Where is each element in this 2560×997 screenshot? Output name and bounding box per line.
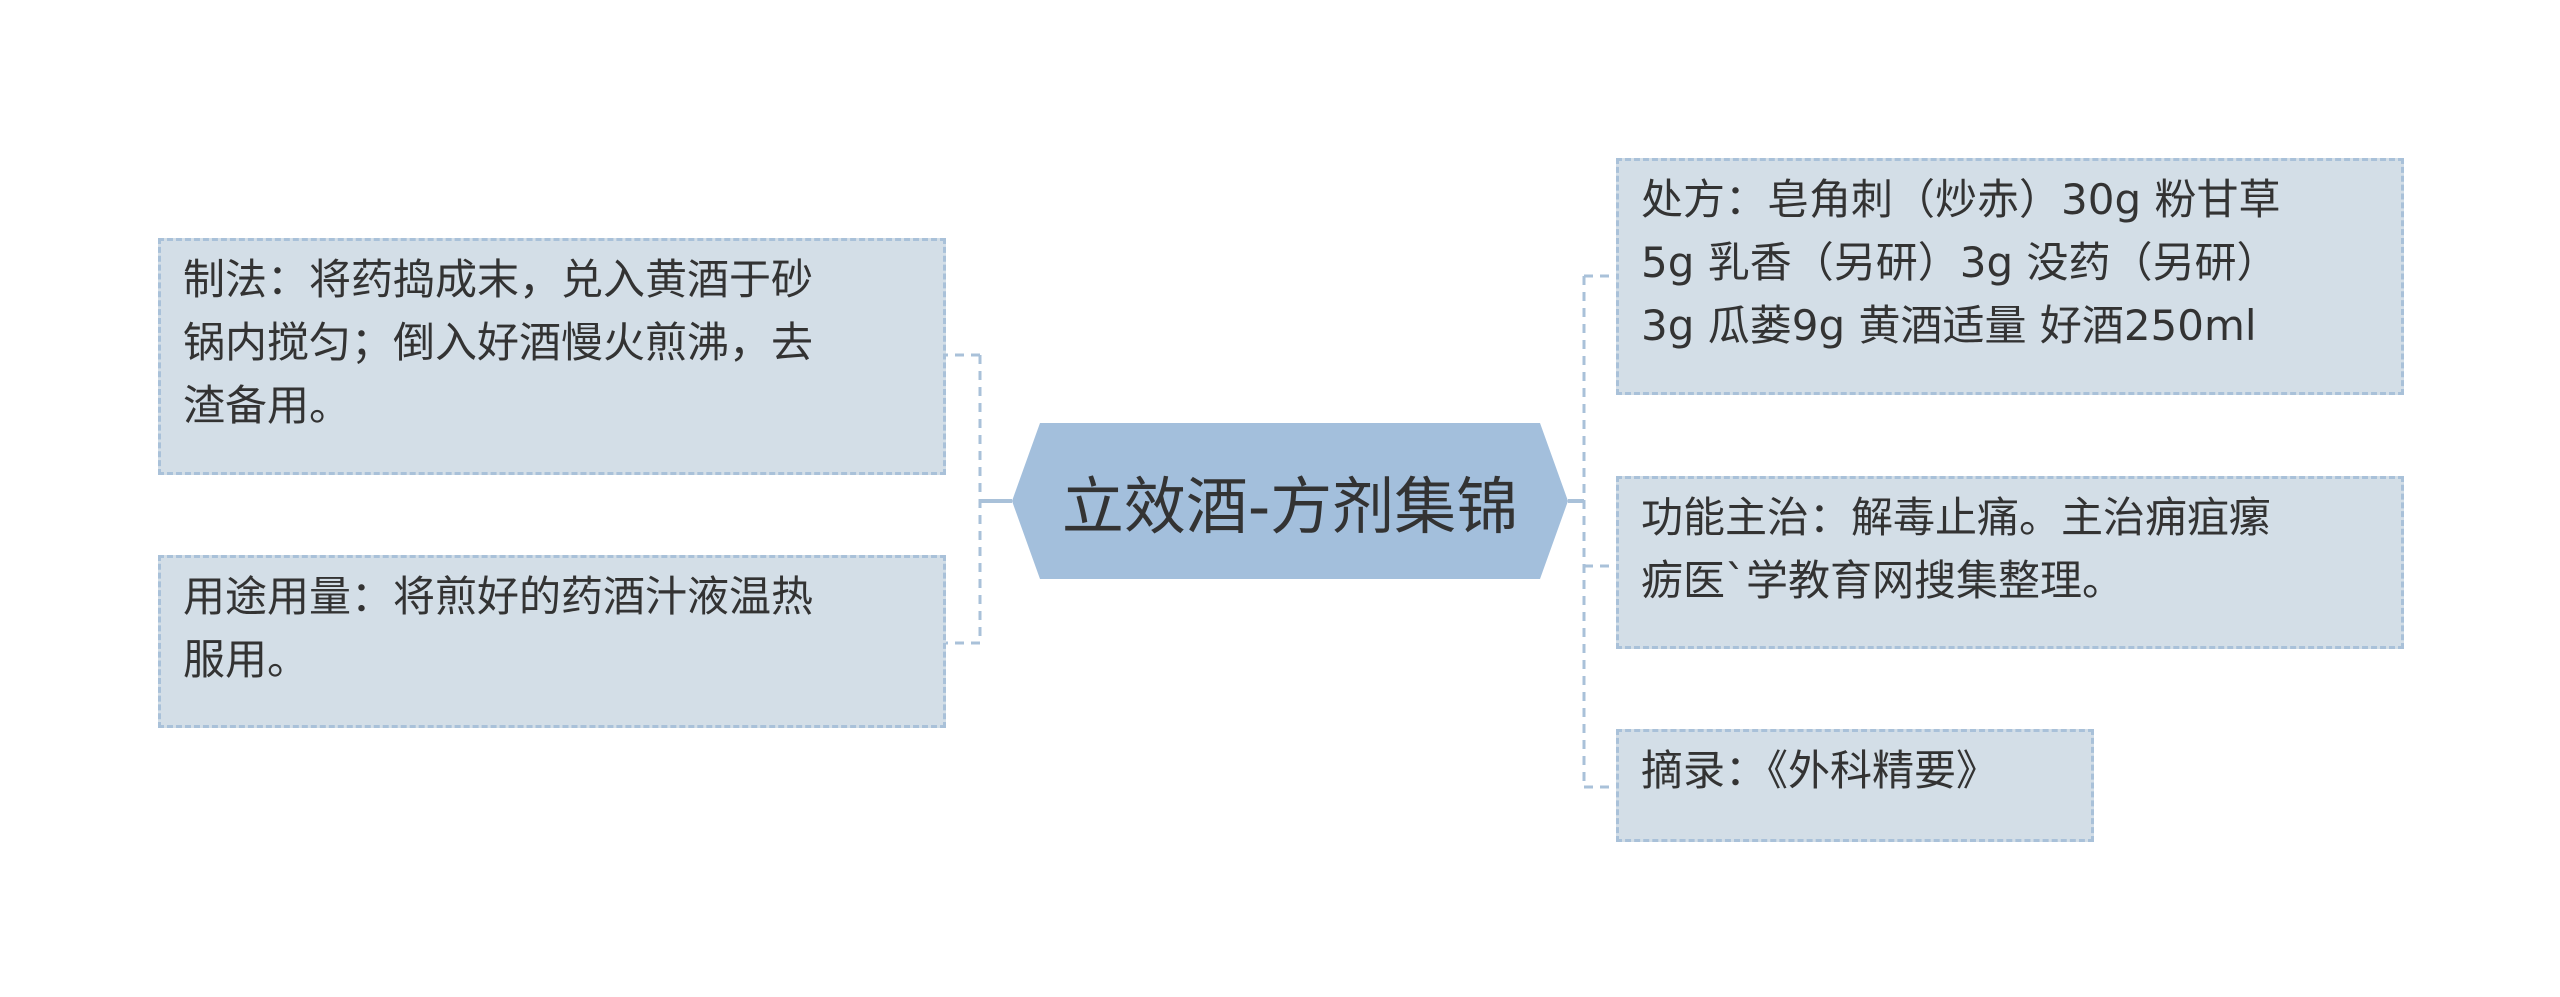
node-indications[interactable]: 功能主治：解毒止痛。主治痈疽瘰 疬医`学教育网搜集整理。 (1616, 476, 2404, 649)
node-prescription[interactable]: 处方：皂角刺（炒赤）30g 粉甘草 5g 乳香（另研）3g 没药（另研） 3g … (1616, 158, 2404, 395)
node-preparation[interactable]: 制法：将药捣成末，兑入黄酒于砂 锅内搅匀；倒入好酒慢火煎沸，去 渣备用。 (158, 238, 946, 475)
central-topic[interactable]: 立效酒-方剂集锦 (1012, 423, 1568, 579)
connector-right-trunk (1582, 274, 1616, 789)
node-text-line: 制法：将药捣成末，兑入黄酒于砂 (183, 255, 814, 304)
node-text-line: 摘录：《外科精要》 (1641, 746, 1999, 795)
node-usage-dosage[interactable]: 用途用量：将煎好的药酒汁液温热 服用。 (158, 555, 946, 728)
node-text-line: 用途用量：将煎好的药酒汁液温热 (183, 572, 814, 621)
node-text-line: 服用。 (183, 635, 310, 684)
node-text-line: 3g 瓜蒌9g 黄酒适量 好酒250ml (1641, 301, 2257, 350)
central-topic-shape (1012, 423, 1568, 579)
node-text-line: 处方：皂角刺（炒赤）30g 粉甘草 (1641, 175, 2281, 224)
node-text-line: 5g 乳香（另研）3g 没药（另研） (1641, 238, 2279, 287)
node-text-line: 功能主治：解毒止痛。主治痈疽瘰 (1641, 493, 2272, 542)
central-topic-label: 立效酒-方剂集锦 (1061, 470, 1519, 543)
node-text-line: 渣备用。 (183, 381, 352, 430)
node-source[interactable]: 摘录：《外科精要》 (1616, 729, 2094, 842)
node-text-line: 疬医`学教育网搜集整理。 (1641, 556, 2125, 605)
node-text-line: 锅内搅匀；倒入好酒慢火煎沸，去 (183, 318, 814, 367)
